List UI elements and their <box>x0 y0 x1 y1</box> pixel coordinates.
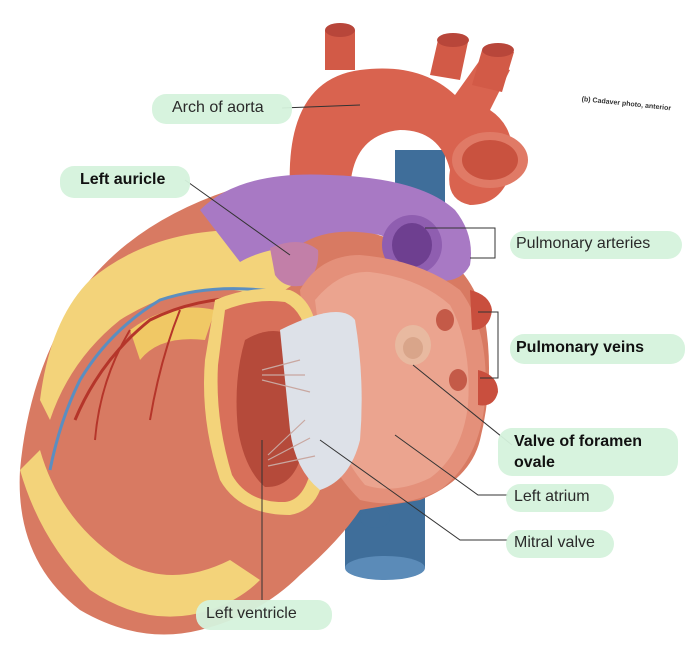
highlight-pulmonary-veins <box>510 334 685 364</box>
ivc-opening <box>345 556 425 580</box>
pulmonary-artery-lumen <box>392 223 432 267</box>
label-pulmonary-veins: Pulmonary veins <box>516 339 645 356</box>
chordae-tendineae <box>261 359 316 467</box>
epicardial-fat-2 <box>20 450 260 617</box>
label-arch-of-aorta: Arch of aorta <box>172 99 264 116</box>
mitral-valve-leaflet <box>280 312 362 490</box>
leader-pulmonary-arteries <box>425 227 496 259</box>
highlight-left-auricle <box>60 166 190 198</box>
highlight-arch-of-aorta <box>152 94 292 124</box>
pulmonary-vein-opening-1 <box>436 309 454 331</box>
label-mitral-valve: Mitral valve <box>514 534 595 551</box>
leader-mitral-valve <box>319 439 508 541</box>
highlight-left-ventricle <box>196 600 332 630</box>
aorta-branch-1-opening <box>325 23 355 37</box>
pulmonary-vein-opening-2 <box>449 369 467 391</box>
pulmonary-trunk <box>200 174 471 281</box>
aorta-branch-2 <box>430 37 468 80</box>
aorta-branch-1 <box>325 26 355 70</box>
pulmonary-vein-stump-2 <box>478 370 498 406</box>
label-valve-of-foramen-ovale-line1: Valve of foramen <box>514 433 643 450</box>
highlight-mitral-valve <box>506 530 614 558</box>
coronary-sinus-opening <box>360 508 390 528</box>
epicardial-fat-1 <box>40 230 300 420</box>
label-left-ventricle: Left ventricle <box>206 605 297 622</box>
leader-lines <box>184 104 513 600</box>
highlight-left-atrium <box>506 484 614 512</box>
aorta-descending-lumen <box>462 140 518 180</box>
aorta-branch-3 <box>472 47 514 92</box>
label-left-auricle: Left auricle <box>80 171 166 188</box>
highlight-pulmonary-arteries <box>510 231 682 259</box>
leader-left-atrium <box>394 434 508 496</box>
pulmonary-vein-stump-1 <box>470 290 492 330</box>
leader-valve-foramen <box>412 364 513 446</box>
left-auricle <box>270 241 319 287</box>
aorta-branch-2-opening <box>437 33 469 47</box>
leader-arch-of-aorta <box>281 104 361 109</box>
label-valve-of-foramen-ovale-line2: ovale <box>514 454 555 471</box>
foramen-ovale-center <box>403 337 423 359</box>
leader-pulmonary-veins <box>478 311 499 379</box>
coronary-artery-branch <box>94 309 181 441</box>
coronary-vein <box>48 287 296 471</box>
aorta-branch-3-opening <box>482 43 514 57</box>
highlight-valve-of-foramen-ovale <box>498 428 678 476</box>
label-left-atrium: Left atrium <box>514 488 590 505</box>
label-pulmonary-arteries: Pulmonary arteries <box>516 235 651 252</box>
leader-left-auricle <box>184 179 291 256</box>
